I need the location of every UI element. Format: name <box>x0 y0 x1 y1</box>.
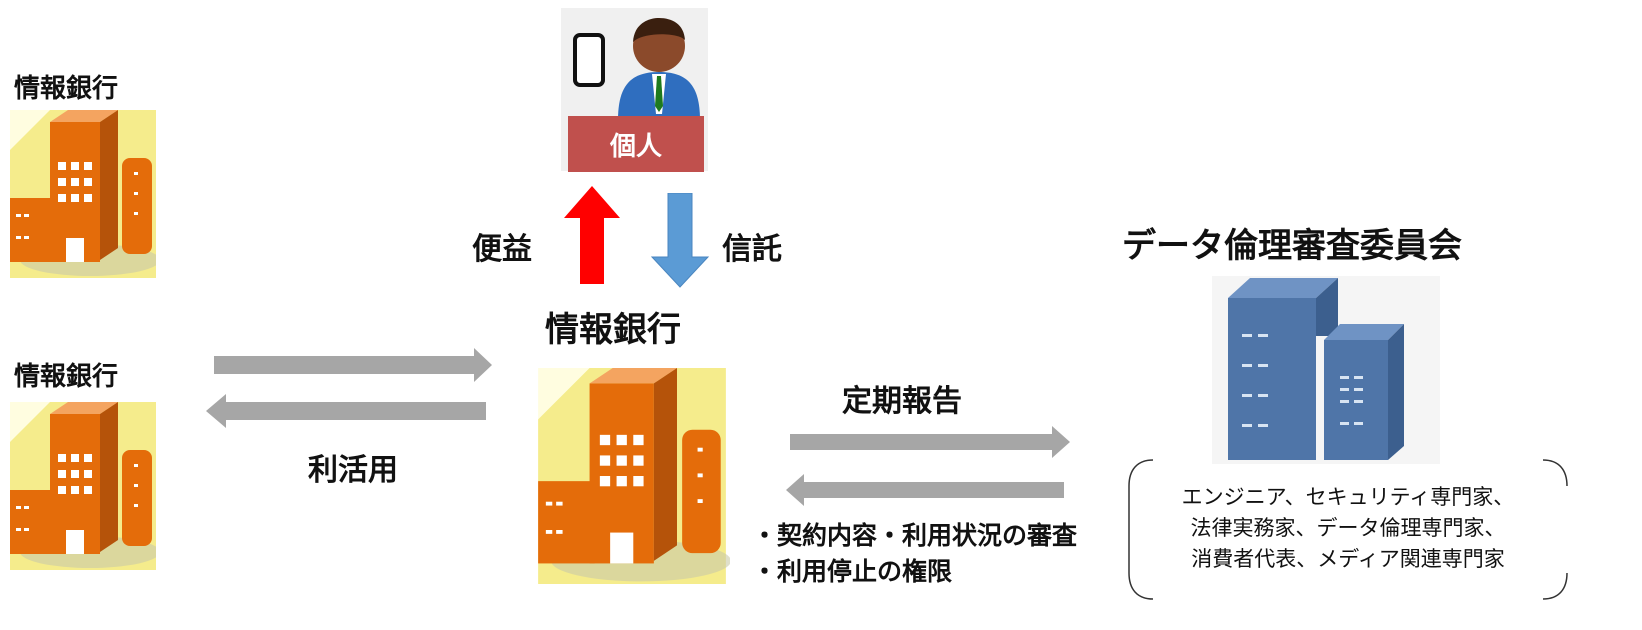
members-line-2: 法律実務家、データ倫理専門家、 <box>1190 516 1506 540</box>
bank-building-icon-top-left <box>10 110 156 278</box>
utilization-label: 利活用 <box>308 453 398 488</box>
members-line-3: 消費者代表、メディア関連専門家 <box>1191 547 1505 571</box>
report-arrows <box>786 426 1070 506</box>
arrow-right-gray-report <box>790 426 1070 458</box>
bank-building-icon-center <box>538 368 730 584</box>
utilization-arrows <box>206 348 492 428</box>
review-items: ・契約内容・利用状況の審査 ・利用停止の権限 <box>752 518 1077 590</box>
person-avatar-icon <box>618 18 700 120</box>
smartphone-icon <box>573 33 605 87</box>
review-item-2: ・利用停止の権限 <box>752 557 953 586</box>
bank-label-mid-left: 情報銀行 <box>14 362 119 392</box>
benefit-label: 便益 <box>472 232 532 267</box>
members-line-1: エンジニア、セキュリティ専門家、 <box>1181 485 1515 509</box>
committee-title: データ倫理審査委員会 <box>1122 226 1462 266</box>
arrow-left-gray <box>206 394 486 428</box>
arrow-right-gray <box>214 348 492 382</box>
committee-building-icon <box>1212 276 1440 464</box>
person-badge: 個人 <box>568 116 704 172</box>
review-item-1: ・契約内容・利用状況の審査 <box>752 521 1078 550</box>
bank-label-center: 情報銀行 <box>545 310 681 350</box>
trust-label: 信託 <box>722 232 782 267</box>
periodic-report-label: 定期報告 <box>842 384 962 419</box>
committee-members-box: エンジニア、セキュリティ専門家、 法律実務家、データ倫理専門家、 消費者代表、メ… <box>1127 458 1569 601</box>
bank-building-icon-mid-left <box>10 402 156 570</box>
committee-members: エンジニア、セキュリティ専門家、 法律実務家、データ倫理専門家、 消費者代表、メ… <box>1127 482 1569 575</box>
trust-arrow <box>650 193 710 288</box>
arrow-left-gray-review <box>786 474 1064 506</box>
bracket-outline <box>1128 459 1568 600</box>
benefit-arrow <box>564 186 620 284</box>
bank-label-top-left: 情報銀行 <box>14 74 119 104</box>
